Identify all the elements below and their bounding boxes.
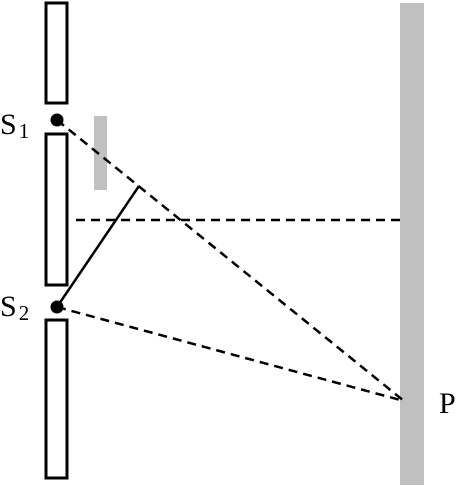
barrier-middle-segment: [44, 132, 69, 287]
label-s1-main: S: [0, 108, 17, 141]
path-s1-to-p: [56, 119, 405, 402]
thin-plate: [94, 116, 107, 190]
barrier-bottom-segment: [44, 318, 69, 480]
slit-s1-point: [50, 113, 64, 127]
label-p: P: [439, 387, 456, 420]
barrier-top-segment: [44, 1, 69, 105]
label-s2: S2: [0, 290, 29, 325]
slit-s2-point: [50, 300, 64, 314]
observation-screen: [400, 3, 424, 485]
label-s1: S1: [0, 108, 29, 143]
label-s2-main: S: [0, 290, 17, 323]
label-s1-subscript: 1: [19, 119, 30, 143]
label-s2-subscript: 2: [19, 301, 30, 325]
perpendicular-line: [55, 185, 141, 308]
path-s2-to-p: [56, 305, 405, 403]
